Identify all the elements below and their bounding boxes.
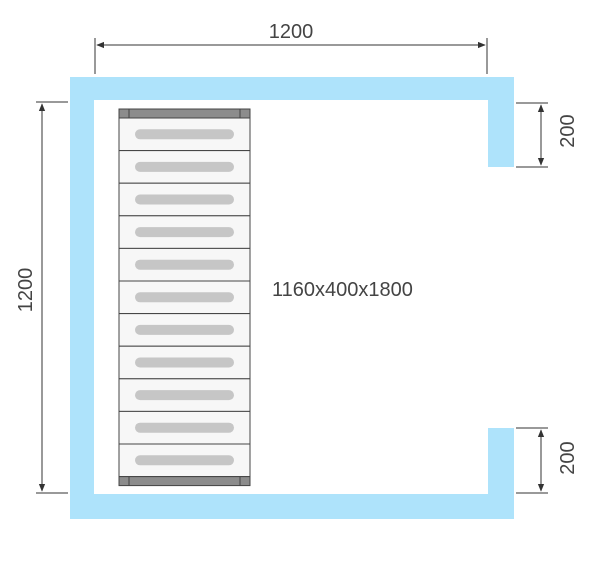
rack-top-cap: [118, 108, 251, 119]
wall-bottom: [70, 494, 514, 519]
width-label: 1200: [269, 21, 314, 43]
room-walls: [70, 77, 514, 519]
shelf-rack: [118, 108, 251, 487]
shelf-slot: [135, 324, 234, 335]
wall-left: [70, 77, 94, 519]
dimension-height: 1200: [15, 101, 68, 494]
opening-top-label: 200: [557, 114, 579, 147]
shelf-slot: [135, 292, 234, 303]
opening-bottom-label: 200: [557, 441, 579, 474]
wall-right-top-stub: [488, 77, 514, 167]
shelf-slot: [135, 390, 234, 401]
rack-bottom-cap: [118, 476, 251, 487]
wall-top: [70, 77, 514, 100]
dimension-opening-bottom: 200: [516, 427, 579, 494]
shelf-slot: [135, 422, 234, 433]
wall-right-bottom-stub: [488, 428, 514, 519]
dimension-opening-top: 200: [516, 102, 579, 168]
shelf-slot: [135, 357, 234, 368]
shelf-slot: [135, 194, 234, 205]
shelf-slot: [135, 227, 234, 238]
shelf-slot: [135, 161, 234, 172]
rack-size-label: 1160x400x1800: [272, 279, 413, 301]
height-label: 1200: [15, 268, 37, 313]
shelf-slot: [135, 129, 234, 140]
dimension-width: 1200: [94, 21, 488, 74]
shelf-slot: [135, 259, 234, 270]
shelf-slot: [135, 455, 234, 466]
